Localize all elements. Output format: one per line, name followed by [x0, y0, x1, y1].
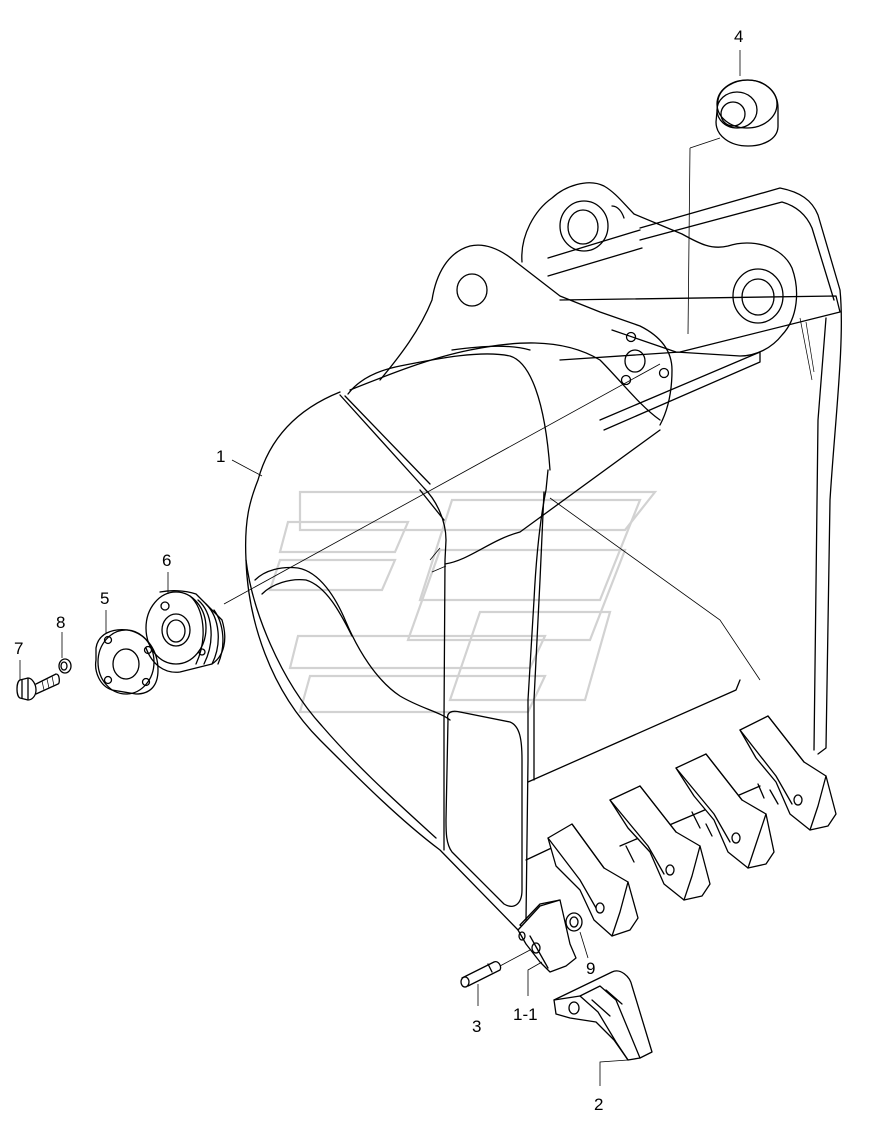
shim-pack-part-6	[145, 590, 226, 673]
label-part-8: 8	[56, 613, 65, 632]
bucket-teeth	[517, 715, 837, 973]
label-part-9: 9	[586, 959, 595, 978]
label-part-3: 3	[472, 1017, 481, 1036]
label-part-4: 4	[734, 27, 743, 46]
leader-lines	[19, 50, 741, 1086]
watermark-logo	[268, 490, 658, 714]
label-part-5: 5	[100, 589, 109, 608]
label-part-2: 2	[594, 1095, 603, 1114]
part-labels: 4 1 6 5 8 7 9 3 1-1 2	[14, 27, 743, 1114]
plate-part-5	[94, 628, 159, 695]
label-part-1: 1	[216, 447, 225, 466]
pin-part-3	[460, 949, 531, 988]
bucket-body	[223, 182, 843, 953]
bolt-part-7	[16, 673, 60, 701]
label-part-1-1: 1-1	[513, 1005, 538, 1024]
label-part-7: 7	[14, 639, 23, 658]
bushing-part-4	[687, 79, 779, 335]
lock-part-9	[565, 912, 583, 932]
label-part-6: 6	[162, 551, 171, 570]
tooth-part-2	[553, 970, 653, 1061]
washer-part-8	[58, 658, 72, 674]
